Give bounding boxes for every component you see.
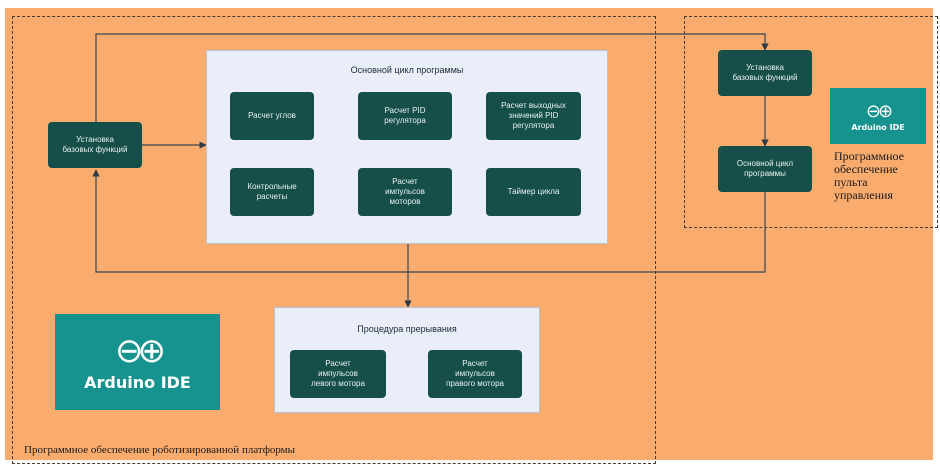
angles-node: Расчет углов — [230, 92, 314, 140]
motor-pulses-node: Расчет импульсов моторов — [358, 168, 452, 216]
setup-right-node: Установка базовых функций — [718, 50, 812, 96]
logo-small-label: Arduino IDE — [851, 122, 905, 132]
setup-left-node: Установка базовых функций — [48, 122, 142, 168]
pid-node: Расчет PID регулятора — [358, 92, 452, 140]
control-node: Контрольные расчеты — [230, 168, 314, 216]
main-loop-right-node: Основной цикл программы — [718, 146, 812, 192]
arduino-ide-logo-small: ⊖⊕ Arduino IDE — [830, 88, 926, 144]
robot-platform-region — [12, 16, 656, 464]
pid-output-node: Расчет выходных значений PID регулятора — [486, 92, 581, 140]
robot-platform-caption: Программное обеспечение роботизированной… — [24, 444, 296, 456]
interrupt-title: Процедура прерывания — [357, 324, 457, 334]
infinity-icon: ⊖⊕ — [865, 100, 893, 121]
left-motor-node: Расчет импульсов левого мотора — [290, 350, 386, 398]
arduino-ide-logo-large: ⊖⊕ Arduino IDE — [55, 314, 220, 410]
remote-control-caption: Программное обеспечение пульта управлени… — [834, 149, 904, 202]
main-loop-title: Основной цикл программы — [350, 65, 464, 75]
infinity-icon: ⊖⊕ — [115, 331, 166, 370]
right-motor-node: Расчет импульсов правого мотора — [428, 350, 522, 398]
logo-large-label: Arduino IDE — [84, 372, 191, 392]
timer-node: Таймер цикла — [486, 168, 581, 216]
remote-control-region — [684, 16, 938, 228]
